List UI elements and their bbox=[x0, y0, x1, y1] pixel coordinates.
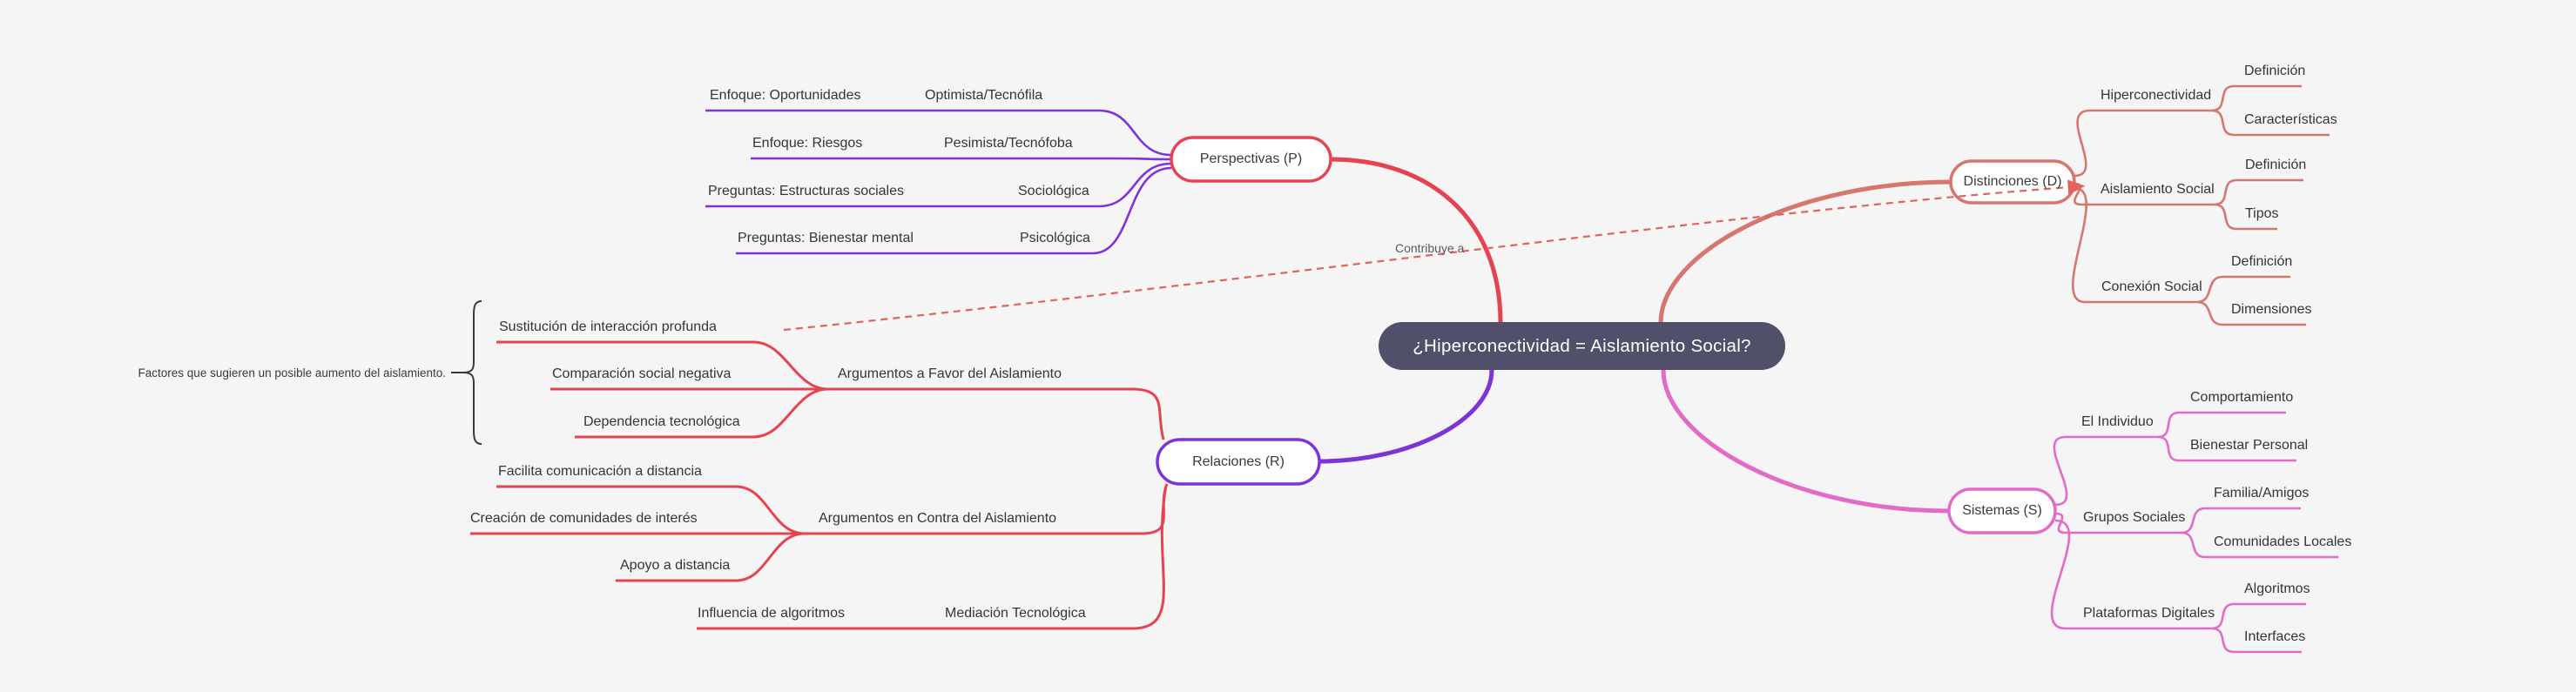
note-factores: Factores que sugieren un posible aumento… bbox=[138, 366, 446, 380]
link-aislamiento-definicion bbox=[2214, 178, 2303, 206]
node-label-apoyo[interactable]: Apoyo a distancia bbox=[620, 558, 731, 573]
branch-node-sistemas[interactable] bbox=[1947, 487, 2057, 534]
node-label-a-favor[interactable]: Argumentos a Favor del Aislamiento bbox=[838, 366, 1062, 381]
node-label-hiper-caracteristicas[interactable]: Características bbox=[2244, 112, 2337, 127]
node-label-dependencia[interactable]: Dependencia tecnológica bbox=[583, 414, 740, 429]
node-label-enfoque-riesgos[interactable]: Enfoque: Riesgos bbox=[752, 136, 863, 151]
link-sistemas-grupos bbox=[2054, 512, 2182, 534]
node-label-optimista[interactable]: Optimista/Tecnófila bbox=[925, 88, 1043, 103]
node-label-preguntas-bienestar[interactable]: Preguntas: Bienestar mental bbox=[738, 231, 914, 245]
branch-node-relaciones[interactable] bbox=[1156, 438, 1321, 486]
node-label-sustitucion[interactable]: Sustitución de interacción profunda bbox=[499, 319, 717, 334]
link-plataformas-algoritmos bbox=[2211, 602, 2306, 630]
link-perspectivas-sociologica bbox=[705, 162, 1172, 208]
link-conexion-definicion bbox=[2196, 275, 2290, 304]
node-label-pesimista[interactable]: Pesimista/Tecnófoba bbox=[944, 136, 1073, 151]
node-label-comparacion[interactable]: Comparación social negativa bbox=[552, 366, 732, 381]
link-sistemas-individuo bbox=[2053, 435, 2158, 507]
root-node[interactable] bbox=[1379, 322, 1785, 370]
node-label-mediacion[interactable]: Mediación Tecnológica bbox=[945, 606, 1086, 621]
link-individuo-comportamiento bbox=[2157, 411, 2286, 439]
link-root-distinciones bbox=[1658, 179, 1952, 324]
link-root-perspectivas bbox=[1330, 157, 1503, 324]
node-label-conexion-dimensiones[interactable]: Dimensiones bbox=[2231, 302, 2312, 317]
node-label-en-contra[interactable]: Argumentos en Contra del Aislamiento bbox=[819, 511, 1057, 526]
node-label-familia-amigos[interactable]: Familia/Amigos bbox=[2214, 486, 2310, 501]
link-distinciones-hiperconectividad bbox=[2074, 109, 2212, 178]
node-label-influencia[interactable]: Influencia de algoritmos bbox=[698, 606, 845, 621]
root-node-label[interactable]: ¿Hiperconectividad = Aislamiento Social? bbox=[1413, 335, 1751, 356]
link-hiper-caracteristicas bbox=[2211, 109, 2330, 137]
note-brace bbox=[462, 300, 482, 445]
link-hiper-definicion bbox=[2211, 84, 2302, 112]
link-perspectivas-optimista bbox=[705, 109, 1172, 157]
link-perspectivas-pesimista bbox=[751, 157, 1172, 161]
node-label-hiper-definicion[interactable]: Definición bbox=[2244, 64, 2306, 78]
branch-label-sistemas[interactable]: Sistemas (S) bbox=[1962, 503, 2042, 518]
node-label-enfoque-oportunidades[interactable]: Enfoque: Oportunidades bbox=[710, 88, 861, 103]
link-sistemas-plataformas bbox=[2050, 519, 2212, 630]
link-root-relaciones bbox=[1318, 369, 1494, 464]
node-label-bienestar-personal[interactable]: Bienestar Personal bbox=[2190, 438, 2309, 453]
link-a-favor-sustitucion bbox=[496, 340, 829, 391]
link-perspectivas-psicologica bbox=[736, 166, 1172, 255]
node-label-conexion-social[interactable]: Conexión Social bbox=[2101, 279, 2202, 294]
link-plataformas-interfaces bbox=[2211, 627, 2302, 654]
node-label-interfaces[interactable]: Interfaces bbox=[2244, 629, 2306, 644]
node-label-conexion-definicion[interactable]: Definición bbox=[2231, 254, 2293, 269]
node-label-creacion[interactable]: Creación de comunidades de interés bbox=[470, 511, 698, 526]
link-grupos-comunidades bbox=[2181, 531, 2338, 559]
link-relaciones-mediacion bbox=[697, 485, 1168, 630]
branch-label-relaciones[interactable]: Relaciones (R) bbox=[1192, 453, 1285, 469]
node-label-plataformas-digitales[interactable]: Plataformas Digitales bbox=[2083, 606, 2215, 621]
node-label-aislamiento-tipos[interactable]: Tipos bbox=[2245, 206, 2279, 221]
link-root-sistemas bbox=[1661, 369, 1950, 514]
node-label-psicologica[interactable]: Psicológica bbox=[1020, 231, 1090, 245]
node-label-facilita[interactable]: Facilita comunicación a distancia bbox=[498, 464, 702, 479]
node-label-grupos-sociales[interactable]: Grupos Sociales bbox=[2083, 510, 2186, 525]
link-en-contra-apoyo bbox=[616, 532, 806, 582]
link-individuo-bienestar bbox=[2157, 435, 2296, 462]
link-contribuye-dashed bbox=[783, 179, 2086, 332]
link-aislamiento-tipos bbox=[2214, 203, 2277, 231]
node-label-aislamiento-definicion[interactable]: Definición bbox=[2245, 158, 2307, 172]
node-label-comportamiento[interactable]: Comportamiento bbox=[2190, 390, 2294, 405]
node-label-algoritmos[interactable]: Algoritmos bbox=[2244, 581, 2310, 596]
link-a-favor-dependencia bbox=[575, 387, 829, 439]
link-conexion-dimensiones bbox=[2196, 300, 2306, 326]
node-label-sociologica[interactable]: Sociológica bbox=[1018, 184, 1089, 198]
branch-node-perspectivas[interactable] bbox=[1170, 136, 1332, 183]
node-label-el-individuo[interactable]: El Individuo bbox=[2081, 414, 2154, 429]
link-grupos-familia bbox=[2181, 507, 2301, 534]
node-label-hiperconectividad[interactable]: Hiperconectividad bbox=[2101, 88, 2212, 103]
branch-label-distinciones[interactable]: Distinciones (D) bbox=[1963, 174, 2062, 189]
node-label-aislamiento-social[interactable]: Aislamiento Social bbox=[2101, 182, 2215, 197]
node-label-preguntas-estructuras[interactable]: Preguntas: Estructuras sociales bbox=[708, 184, 904, 198]
edge-label-contribuye: Contribuye a bbox=[1395, 241, 1465, 255]
branch-label-perspectivas[interactable]: Perspectivas (P) bbox=[1199, 151, 1303, 166]
link-relaciones-a-favor bbox=[828, 387, 1165, 440]
node-label-comunidades-locales[interactable]: Comunidades Locales bbox=[2214, 534, 2352, 549]
link-en-contra-facilita bbox=[496, 485, 806, 535]
